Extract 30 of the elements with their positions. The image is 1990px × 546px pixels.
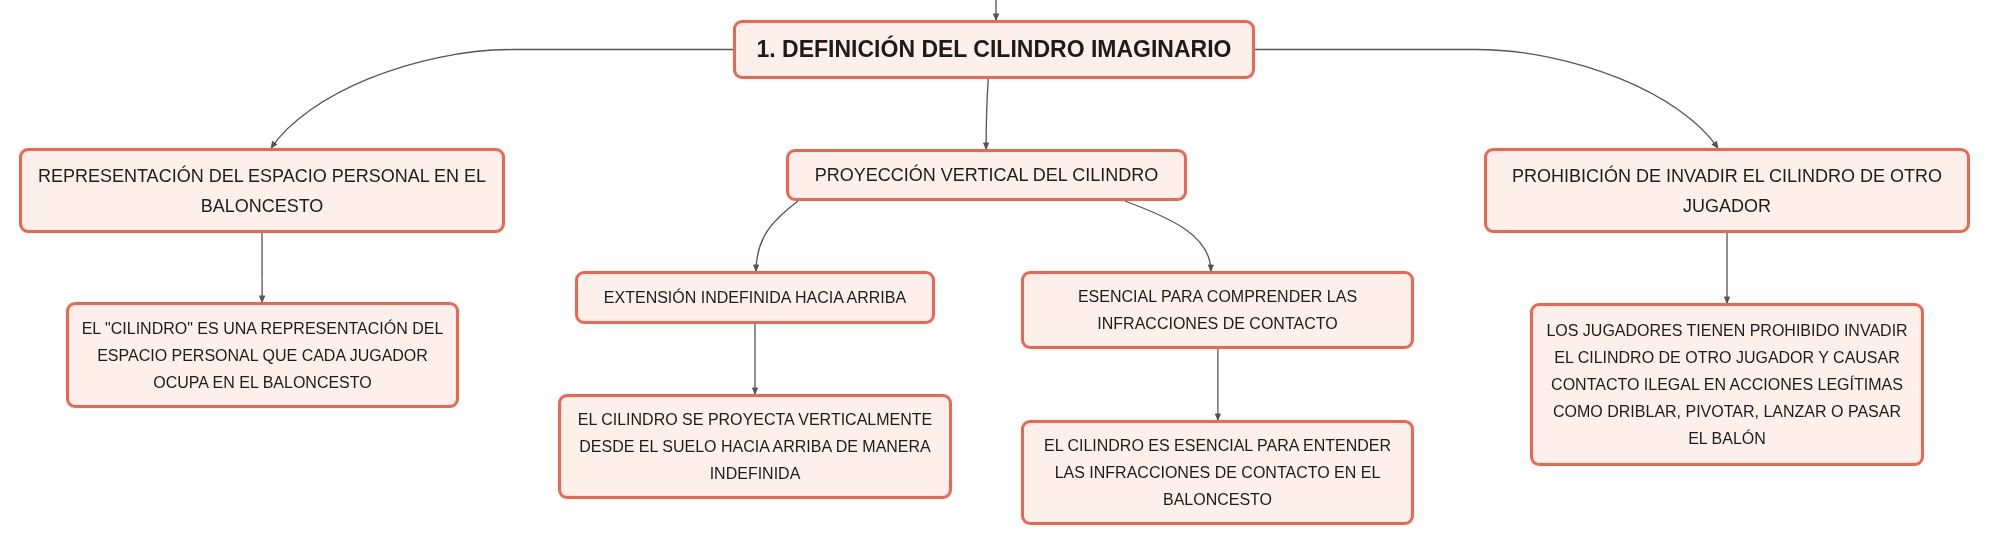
connector-arrow bbox=[1724, 232, 1730, 304]
topic-text: PROYECCIÓN VERTICAL DEL CILINDRO bbox=[814, 163, 1159, 187]
subtopic-box bbox=[575, 271, 935, 324]
connector-arrow bbox=[259, 232, 266, 303]
connector-arrow bbox=[1214, 348, 1221, 421]
subtopic-text: ESENCIAL PARA COMPRENDER LAS INFRACCIONES DE CONTACTO bbox=[1076, 287, 1359, 334]
connector-arrow bbox=[270, 48, 734, 149]
topic-text: REPRESENTACIÓN DEL ESPACIO PERSONAL EN EL BALONCESTO bbox=[36, 164, 488, 218]
topic-box bbox=[1484, 148, 1970, 233]
subtopic-text: LOS JUGADORES TIENEN PROHIBIDO INVADIR EL CILINDRO DE OTRO JUGADOR Y CAUSAR CONTACTO ILEGAL EN ACCIONES LEGÍTIMAS COMO DRIBLAR, PIVOTAR, LANZAR O PASAR EL BALÓN bbox=[1545, 321, 1909, 449]
subtopic-text: EL CILINDRO ES ESENCIAL PARA ENTENDER LAS INFRACCIONES DE CONTACTO EN EL BALONCESTO bbox=[1042, 436, 1393, 510]
subtopic-box bbox=[66, 302, 459, 408]
connector-arrow bbox=[1254, 48, 1719, 149]
connector-arrow bbox=[993, 0, 1000, 21]
connector-arrow bbox=[1124, 200, 1214, 272]
subtopic-box bbox=[1530, 303, 1924, 466]
central-topic-box bbox=[733, 20, 1255, 79]
topic-box bbox=[19, 148, 505, 233]
topic-text: PROHIBICIÓN DE INVADIR EL CILINDRO DE OTRO JUGADOR bbox=[1510, 164, 1944, 218]
topic-box bbox=[786, 149, 1187, 201]
connector-arrow bbox=[753, 200, 799, 272]
connector-arrow bbox=[752, 323, 758, 395]
subtopic-text: EL "CILINDRO" ES UNA REPRESENTACIÓN DEL ESPACIO PERSONAL QUE CADA JUGADOR OCUPA EN EL BALONCESTO bbox=[80, 318, 445, 393]
subtopic-box bbox=[558, 394, 952, 499]
subtopic-text: EXTENSIÓN INDEFINIDA HACIA ARRIBA bbox=[603, 287, 907, 308]
subtopic-box bbox=[1021, 271, 1414, 349]
connector-arrow bbox=[983, 78, 990, 150]
subtopic-box bbox=[1021, 420, 1414, 525]
central-topic-title: 1. DEFINICIÓN DEL CILINDRO IMAGINARIO bbox=[756, 35, 1232, 64]
subtopic-text: EL CILINDRO SE PROYECTA VERTICALMENTE DESDE EL SUELO HACIA ARRIBA DE MANERA INDEFINIDA bbox=[576, 410, 934, 484]
